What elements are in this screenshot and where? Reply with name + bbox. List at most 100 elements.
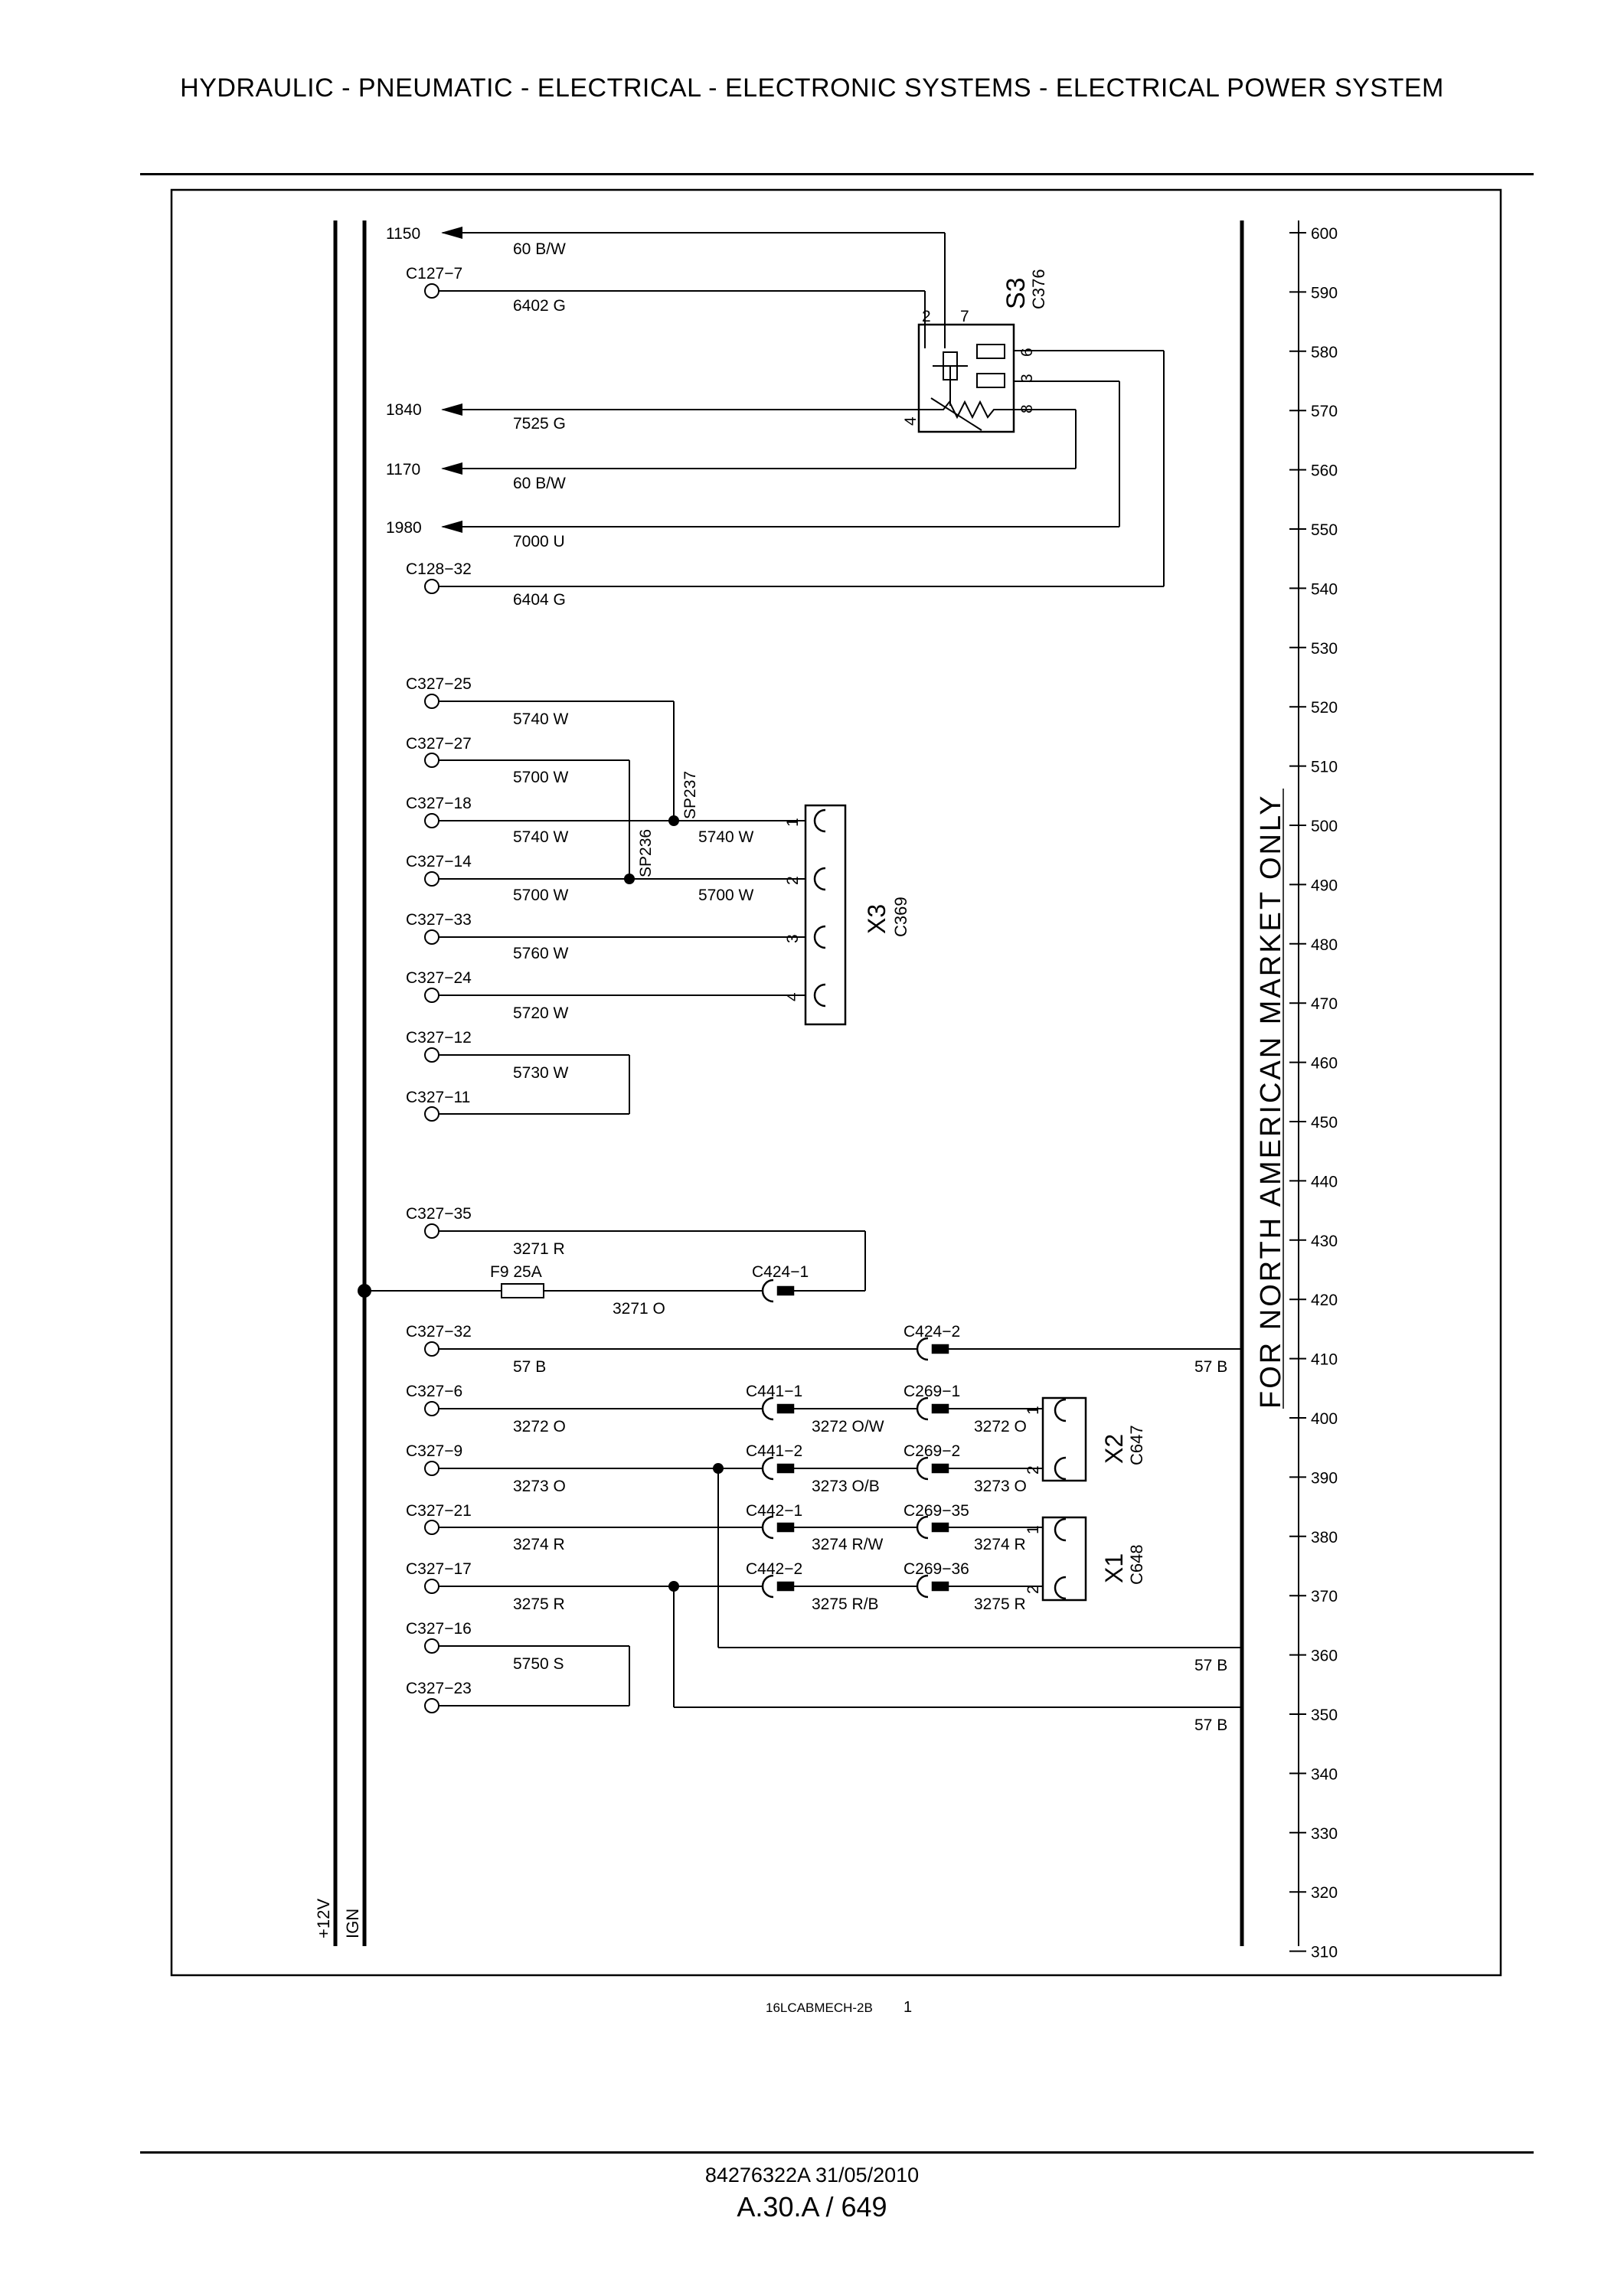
scale-label: 440 [1311,1173,1338,1190]
rail-label-12v: +12V [314,1899,333,1938]
wire-label: 5720 W [513,1004,569,1022]
x1-pin-2: 2 [1024,1585,1042,1594]
wire-label: C442−2 [746,1560,802,1578]
wire-label: 7525 G [513,415,566,433]
wire-label: C269−1 [903,1383,960,1400]
wire-label: 3273 O [513,1478,566,1495]
scale-label: 540 [1311,580,1338,598]
s3-pin-3: 3 [1018,374,1036,383]
wire-label: C327−27 [406,735,472,753]
scale-label: 370 [1311,1588,1338,1605]
splice-sp236: SP236 [637,829,655,877]
x3-pin-2: 2 [784,876,802,885]
page-number: A.30.A / 649 [737,2191,887,2223]
x3-name: X3 [863,904,890,934]
wire-label: C327−23 [406,1680,472,1697]
scale-label: 310 [1311,1944,1338,1961]
wire-label: 6402 G [513,297,566,315]
scale-label: 470 [1311,995,1338,1013]
wire-label: C327−18 [406,795,472,812]
doc-reference: 84276322A 31/05/2010 [704,2164,920,2187]
wire-label: 5700 W [513,887,569,904]
s3-pin-2: 2 [922,308,931,325]
wire-label: 3275 R/B [812,1595,879,1613]
wire-label: C327−11 [406,1089,470,1106]
x1-name: X1 [1100,1553,1128,1583]
scale-label: 490 [1311,877,1338,894]
row-scale: 6005905805705605505405305205105004904804… [1289,225,1338,1961]
s3-pin-7: 7 [960,308,969,325]
connector-x2 [1041,1396,1087,1482]
scale-label: 570 [1311,403,1338,420]
switch-s3 [917,323,1015,433]
wire-label: C128−32 [406,560,472,578]
scale-label: 400 [1311,1410,1338,1428]
scale-label: 510 [1311,759,1338,776]
wire-label: 5740 W [513,828,569,846]
wire-label: C327−6 [406,1383,462,1400]
page-header: HYDRAULIC - PNEUMATIC - ELECTRICAL - ELE… [180,73,1444,103]
wire-label: 1150 [386,225,420,243]
scale-label: 560 [1311,462,1338,480]
wire-label: 57 B [1194,1716,1227,1734]
wire-label: C327−25 [406,675,472,693]
wire-label: C441−2 [746,1442,802,1460]
x3-code: C369 [891,897,910,937]
wire-label: 5740 W [698,828,754,846]
wire-label: C327−35 [406,1205,472,1223]
s3-name: S3 [1002,277,1031,309]
scale-label: 460 [1311,1055,1338,1073]
scale-label: 330 [1311,1825,1338,1843]
wire-label: 7000 U [513,533,565,550]
component-labels: S3 C376 2 7 6 3 8 4 X3 C369 1 2 3 4 X2 C… [637,269,1146,1594]
wire-label: 1840 [386,401,422,419]
x3-pin-1: 1 [784,818,802,827]
scale-label: 430 [1311,1233,1338,1250]
wire-label: C327−17 [406,1560,472,1578]
scale-label: 340 [1311,1765,1338,1783]
x2-code: C647 [1127,1425,1146,1465]
wire-label: C269−35 [903,1502,969,1520]
wire-label: 5730 W [513,1064,569,1082]
x3-pin-4: 4 [784,992,802,1001]
wire-label: 3274 R [513,1536,565,1553]
scale-label: 380 [1311,1529,1338,1546]
scale-label: 500 [1311,818,1338,835]
figure-code: 16LCABMECH-2B [766,2000,873,2015]
terminals [424,283,439,1713]
wire-label: 6404 G [513,591,566,609]
wire-label: 3275 R [513,1595,565,1613]
wire-label: C327−32 [406,1323,472,1341]
wire-label: 5700 W [698,887,754,904]
figure-number: 1 [903,1999,912,2016]
scale-label: 360 [1311,1648,1338,1665]
wire-label: C327−33 [406,911,472,929]
wire-label: C269−36 [903,1560,969,1578]
connector-x1 [1041,1516,1087,1602]
s3-pin-4: 4 [902,416,920,426]
wire-label: 3272 O [974,1418,1027,1435]
wires [364,227,1242,1708]
wire-label: 57 B [1194,1657,1227,1674]
wire-label: 57 B [1194,1358,1227,1376]
scale-label: 520 [1311,699,1338,717]
wire-label: 5700 W [513,769,569,786]
connector-x3 [804,804,847,1026]
wire-label: C442−1 [746,1502,802,1520]
wire-label: C424−2 [903,1323,960,1341]
splice-dots [358,815,724,1592]
scale-label: 550 [1311,521,1338,539]
rail-label-ign: IGN [343,1909,362,1938]
scale-label: 320 [1311,1884,1338,1902]
wire-label: 5740 W [513,710,569,728]
wire-label: 5750 S [513,1655,564,1673]
diagram-frame [170,188,1502,1977]
scale-label: 530 [1311,640,1338,658]
wire-label: 3273 O [974,1478,1027,1495]
x2-pin-1: 1 [1024,1406,1042,1415]
wire-label: F9 25A [490,1263,542,1281]
fuse-f9 [501,1283,544,1298]
wire-label: C127−7 [406,265,462,283]
footer-rule [140,2151,1534,2154]
